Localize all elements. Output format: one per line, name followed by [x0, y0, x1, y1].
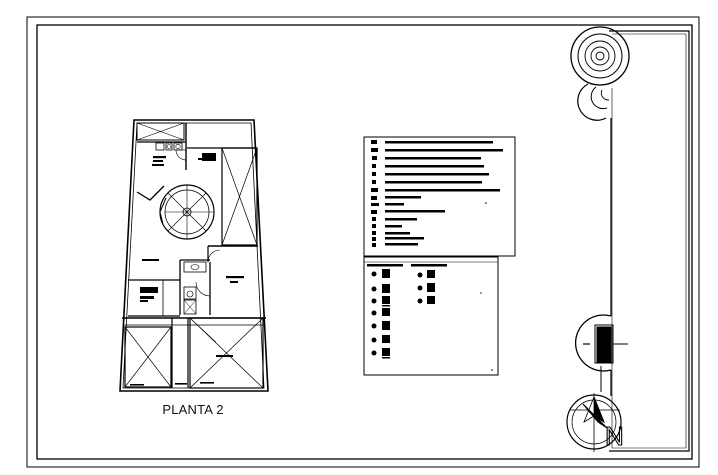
void-bottom-left	[124, 326, 172, 388]
detail-marker	[574, 314, 628, 392]
north-label: N	[605, 421, 624, 451]
outer-border	[26, 16, 700, 468]
legend-table-electrical	[363, 256, 499, 376]
room-labels	[130, 153, 244, 386]
spiral-staircase	[159, 184, 215, 240]
floor-plan	[119, 119, 269, 392]
site-plan	[566, 26, 690, 452]
plan-inner-wall	[122, 122, 265, 389]
void-top-left	[136, 122, 185, 141]
legend-table-symbols	[363, 136, 516, 257]
plan-title: PLANTA 2	[162, 402, 224, 417]
north-arrow-icon	[566, 393, 622, 452]
plan-outer-wall	[119, 119, 269, 392]
curved-corner-detail	[570, 26, 630, 121]
void-bottom-right	[189, 317, 264, 389]
inner-border	[36, 24, 693, 460]
